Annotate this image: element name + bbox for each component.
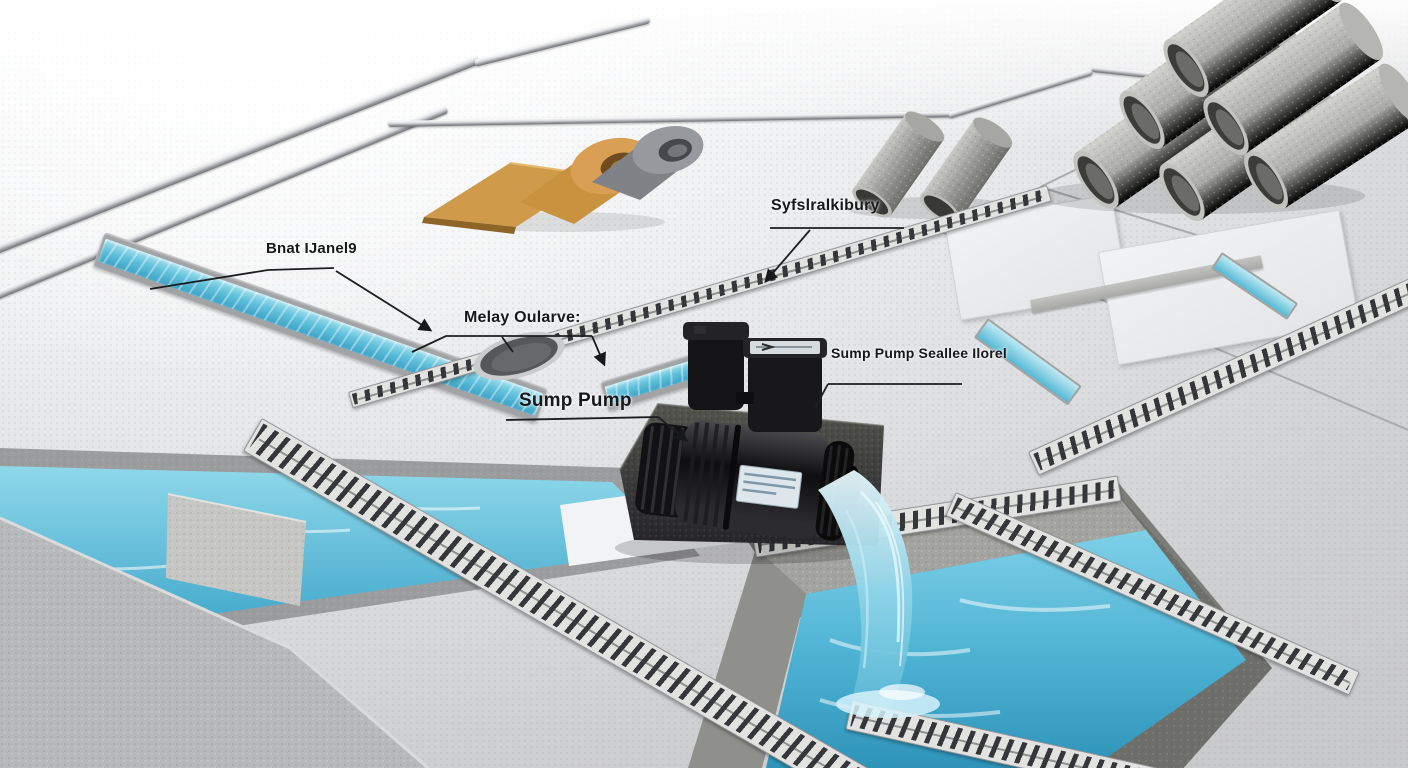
small-slab [166, 493, 307, 606]
pump-junction-box-large [743, 338, 827, 432]
leader-channel [149, 267, 335, 290]
leader-drain-arrow [764, 229, 811, 284]
annotation-channel-label: Bnat IJanel9 [266, 240, 357, 257]
large-slab [0, 516, 429, 768]
annotation-drain-label: Syfslralkibury [771, 197, 880, 214]
sump-pump [615, 322, 885, 564]
annotation-seal-level-label: Sump Pump Seallee Ilorel [831, 345, 1007, 361]
leader-outlet-tick [501, 336, 514, 353]
water-stream [818, 470, 940, 718]
leader-channel-arrow [335, 270, 433, 332]
leader-pump [505, 416, 659, 421]
annotation-leaders [149, 227, 962, 442]
leader-outlet-arrow [591, 335, 606, 367]
leader-seal-arrow [808, 383, 829, 420]
annotation-outlet-label: Melay Oularve: [464, 309, 581, 326]
pump-junction-box-small [683, 322, 749, 410]
leader-outlet [411, 335, 592, 353]
concrete-pipe-stack [1035, 0, 1408, 221]
pump-nameplate [735, 464, 803, 509]
annotation-pump-label: Sump Pump [519, 390, 632, 411]
round-drain-outlet [473, 332, 565, 380]
waterproofing-mats [422, 126, 704, 234]
pump-motor-body [635, 420, 861, 541]
leader-pump-arrow [657, 416, 689, 442]
